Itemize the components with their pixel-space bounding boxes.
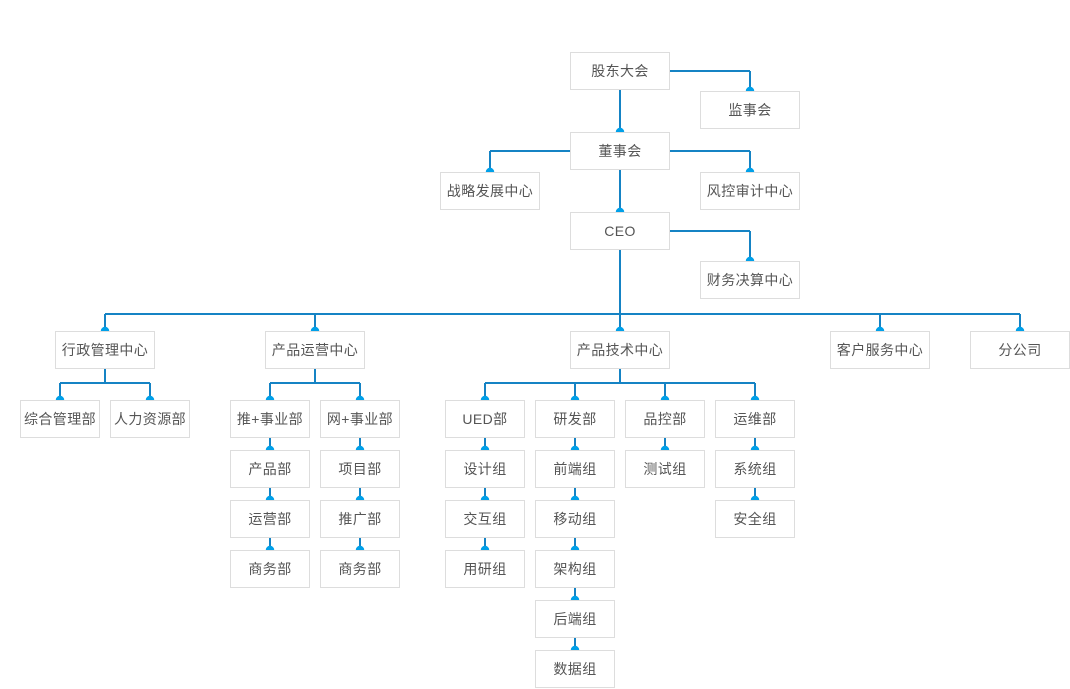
org-node-n36[interactable]: 后端组 — [535, 600, 615, 638]
org-node-n26[interactable]: 运维部 — [715, 400, 795, 438]
org-node-n35[interactable]: 架构组 — [535, 550, 615, 588]
org-node-n21[interactable]: 商务部 — [230, 550, 310, 588]
org-node-n22[interactable]: 商务部 — [320, 550, 400, 588]
org-node-label: 交互组 — [463, 511, 507, 527]
org-node-n1[interactable]: 股东大会 — [570, 52, 670, 90]
org-node-n30[interactable]: 系统组 — [715, 450, 795, 488]
org-node-n28[interactable]: 前端组 — [535, 450, 615, 488]
org-node-n32[interactable]: 移动组 — [535, 500, 615, 538]
org-node-label: 人力资源部 — [114, 411, 186, 427]
org-node-n11[interactable]: 客户服务中心 — [830, 331, 930, 369]
org-node-label: 商务部 — [338, 561, 382, 577]
org-node-label: 运营部 — [248, 511, 292, 527]
org-node-n9[interactable]: 产品运营中心 — [265, 331, 365, 369]
org-node-label: 董事会 — [598, 143, 642, 159]
org-node-label: 产品部 — [248, 461, 292, 477]
org-node-label: 设计组 — [463, 461, 507, 477]
org-node-label: 产品技术中心 — [576, 342, 664, 358]
org-node-n14[interactable]: 人力资源部 — [110, 400, 190, 438]
org-node-n4[interactable]: 战略发展中心 — [440, 172, 540, 210]
org-node-n18[interactable]: 项目部 — [320, 450, 400, 488]
org-node-n27[interactable]: 设计组 — [445, 450, 525, 488]
org-node-label: 监事会 — [728, 102, 772, 118]
org-node-n20[interactable]: 推广部 — [320, 500, 400, 538]
org-node-n13[interactable]: 综合管理部 — [20, 400, 100, 438]
org-node-label: 后端组 — [553, 611, 597, 627]
org-node-label: CEO — [604, 223, 636, 239]
org-node-label: 项目部 — [338, 461, 382, 477]
org-node-n7[interactable]: 财务决算中心 — [700, 261, 800, 299]
org-node-n10[interactable]: 产品技术中心 — [570, 331, 670, 369]
org-node-n33[interactable]: 安全组 — [715, 500, 795, 538]
org-node-label: 架构组 — [553, 561, 597, 577]
org-node-label: 行政管理中心 — [61, 342, 149, 358]
org-node-label: 品控部 — [643, 411, 687, 427]
org-node-label: 综合管理部 — [24, 411, 96, 427]
org-node-n23[interactable]: UED部 — [445, 400, 525, 438]
org-node-label: 财务决算中心 — [706, 272, 794, 288]
org-node-n16[interactable]: 网+事业部 — [320, 400, 400, 438]
org-node-label: 数据组 — [553, 661, 597, 677]
org-node-n19[interactable]: 运营部 — [230, 500, 310, 538]
org-node-label: 研发部 — [553, 411, 597, 427]
org-node-label: 移动组 — [553, 511, 597, 527]
org-node-label: 推广部 — [338, 511, 382, 527]
org-node-n34[interactable]: 用研组 — [445, 550, 525, 588]
org-node-n31[interactable]: 交互组 — [445, 500, 525, 538]
org-node-n6[interactable]: CEO — [570, 212, 670, 250]
org-node-label: 推+事业部 — [236, 411, 304, 427]
org-node-n24[interactable]: 研发部 — [535, 400, 615, 438]
org-node-label: 运维部 — [733, 411, 777, 427]
org-node-label: UED部 — [462, 411, 508, 427]
org-node-label: 战略发展中心 — [446, 183, 534, 199]
org-node-label: 商务部 — [248, 561, 292, 577]
org-node-label: 产品运营中心 — [271, 342, 359, 358]
org-node-n25[interactable]: 品控部 — [625, 400, 705, 438]
org-node-label: 风控审计中心 — [706, 183, 794, 199]
org-node-n29[interactable]: 测试组 — [625, 450, 705, 488]
org-node-label: 系统组 — [733, 461, 777, 477]
org-node-n37[interactable]: 数据组 — [535, 650, 615, 688]
org-node-n8[interactable]: 行政管理中心 — [55, 331, 155, 369]
org-node-n15[interactable]: 推+事业部 — [230, 400, 310, 438]
org-node-label: 前端组 — [553, 461, 597, 477]
org-node-label: 客户服务中心 — [836, 342, 924, 358]
org-node-n17[interactable]: 产品部 — [230, 450, 310, 488]
org-node-label: 安全组 — [733, 511, 777, 527]
org-node-label: 网+事业部 — [326, 411, 394, 427]
org-node-n2[interactable]: 监事会 — [700, 91, 800, 129]
org-node-label: 用研组 — [463, 561, 507, 577]
org-node-n3[interactable]: 董事会 — [570, 132, 670, 170]
org-node-n12[interactable]: 分公司 — [970, 331, 1070, 369]
org-node-n5[interactable]: 风控审计中心 — [700, 172, 800, 210]
org-node-label: 分公司 — [998, 342, 1042, 358]
org-node-label: 测试组 — [643, 461, 687, 477]
org-node-label: 股东大会 — [591, 63, 649, 79]
